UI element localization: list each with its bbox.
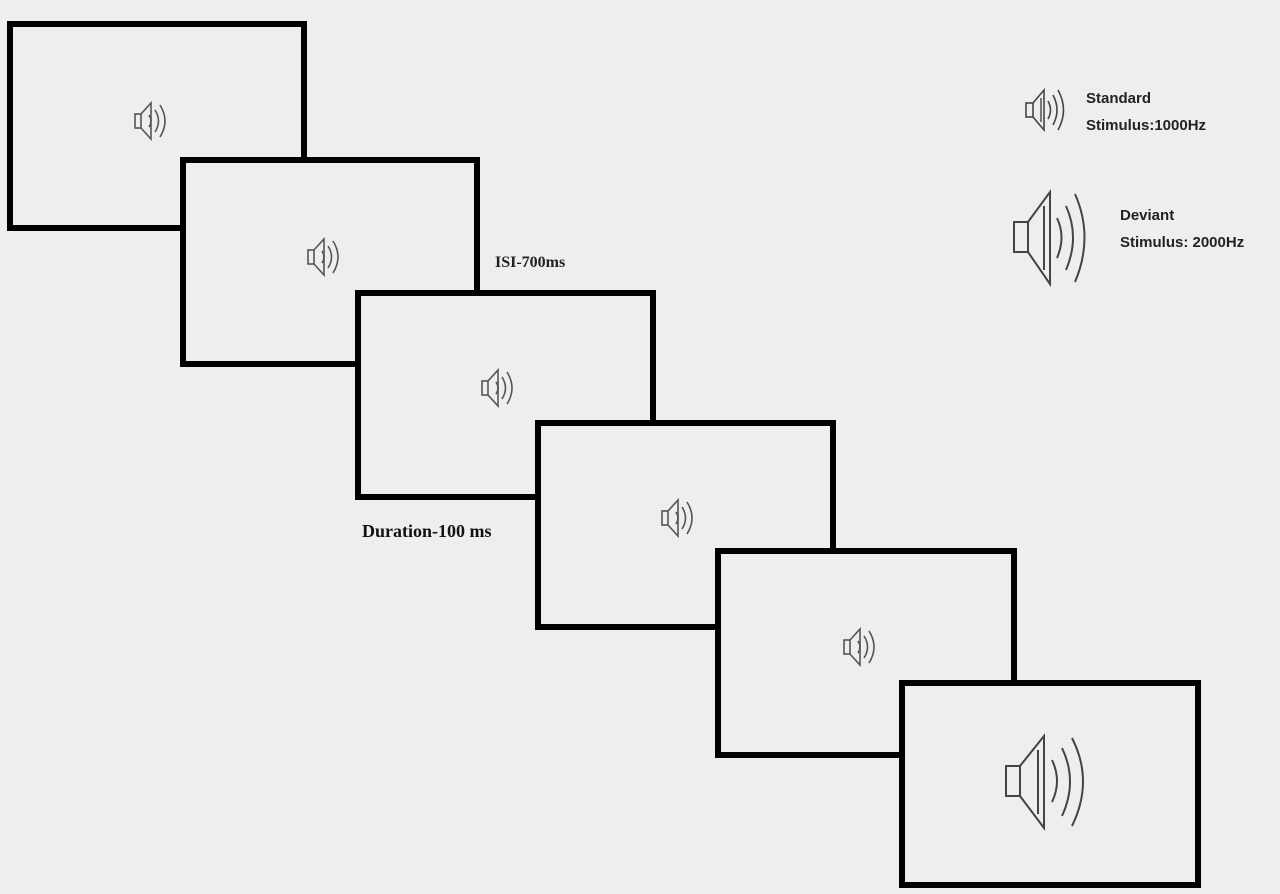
legend-speaker-large-icon xyxy=(1010,188,1096,288)
speaker-small-icon xyxy=(660,494,704,542)
stimulus-frame-6-deviant xyxy=(899,680,1201,888)
legend-deviant-line1: Deviant xyxy=(1120,207,1175,224)
legend-deviant-text: Deviant Stimulus: 2000Hz xyxy=(1120,202,1244,256)
speaker-small-icon xyxy=(842,623,886,671)
speaker-small-icon xyxy=(133,97,177,145)
speaker-small-icon xyxy=(306,233,350,281)
legend-standard-line1: Standard xyxy=(1086,90,1152,107)
speaker-small-icon xyxy=(480,364,524,412)
duration-label: Duration-100 ms xyxy=(362,521,492,541)
legend-speaker-small-icon xyxy=(1024,84,1072,136)
legend-standard-text: Standard Stimulus:1000Hz xyxy=(1086,85,1206,139)
legend-deviant-line2: Stimulus: 2000Hz xyxy=(1120,234,1245,251)
isi-label: ISI-700ms xyxy=(495,254,566,271)
speaker-large-icon xyxy=(1000,730,1096,834)
legend-standard-line2: Stimulus:1000Hz xyxy=(1086,117,1207,134)
stimulus-frame-1 xyxy=(7,21,307,231)
